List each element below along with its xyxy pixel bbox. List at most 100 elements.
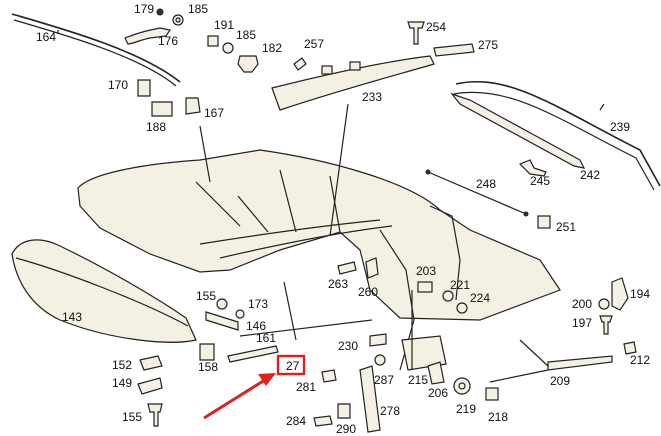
callout-185: 185 <box>188 2 208 16</box>
callout-218: 218 <box>488 410 508 424</box>
bushing-part-191 <box>207 35 219 47</box>
screw-part-245 <box>518 159 547 177</box>
arrow-head-icon <box>258 373 276 386</box>
rail-part-242 <box>450 92 586 169</box>
screw-part-179 <box>156 8 164 16</box>
highlight-box <box>276 354 306 376</box>
bracket-part-149 <box>137 377 163 395</box>
bushing-part-224 <box>456 302 468 314</box>
knob-part-182 <box>237 55 259 73</box>
callout-203: 203 <box>416 264 436 278</box>
callout-245: 245 <box>530 174 550 188</box>
callout-167: 167 <box>204 106 224 120</box>
soft-top-frame <box>77 149 561 321</box>
callout-labels: 164 179 185 176 191 185 182 257 254 275 … <box>36 2 650 436</box>
callout-254: 254 <box>426 20 446 34</box>
pin-part-221 <box>442 290 454 302</box>
callout-248: 248 <box>476 177 496 191</box>
bracket-part-215 <box>401 335 447 371</box>
strap-part-146 <box>205 311 239 331</box>
roof-rail-part-164 <box>11 13 181 83</box>
callout-197: 197 <box>572 316 592 330</box>
linkage-part-176 <box>124 27 171 45</box>
spring-part-161 <box>227 345 279 363</box>
callout-143: 143 <box>62 310 82 324</box>
rod-part-209 <box>547 355 613 371</box>
screw-part-197 <box>599 315 613 335</box>
screw-part-155b <box>147 403 163 427</box>
callout-284: 284 <box>286 414 306 428</box>
highlight-arrow <box>203 376 269 420</box>
block-part-218 <box>485 387 499 401</box>
callout-215: 215 <box>408 373 428 387</box>
block-part-203 <box>417 281 433 293</box>
callout-219: 219 <box>456 402 476 416</box>
bracket-part-188 <box>151 101 173 117</box>
cap-part-167 <box>185 97 201 115</box>
callout-242: 242 <box>580 168 600 182</box>
plate-part-260 <box>365 257 379 279</box>
callout-179: 179 <box>134 2 154 16</box>
leader-lines <box>199 103 605 370</box>
callout-155: 155 <box>196 289 216 303</box>
bolt-part-263 <box>337 261 357 275</box>
screw-part-284 <box>313 415 333 427</box>
callout-278: 278 <box>380 404 400 418</box>
clip-part-251 <box>537 215 551 229</box>
callout-212: 212 <box>630 353 650 367</box>
callout-176: 176 <box>158 34 178 48</box>
callout-191: 191 <box>214 18 234 32</box>
callout-251: 251 <box>556 220 576 234</box>
seal-strip-part-239 <box>455 80 661 187</box>
callout-275: 275 <box>478 38 498 52</box>
side-panel-part-143 <box>11 239 197 343</box>
grommet-part-158 <box>199 343 215 361</box>
callout-209: 209 <box>550 374 570 388</box>
callout-281: 281 <box>296 380 316 394</box>
bolt-part-281 <box>321 369 337 383</box>
callout-257: 257 <box>304 37 324 51</box>
clip-part-212 <box>623 341 637 355</box>
cap-part-152 <box>139 355 163 371</box>
plug-part-290 <box>337 403 351 419</box>
callout-182: 182 <box>262 41 282 55</box>
callout-194: 194 <box>630 287 650 301</box>
screw-part-155 <box>216 298 228 310</box>
callout-188: 188 <box>146 120 166 134</box>
pin-part-206 <box>427 361 445 385</box>
callout-149: 149 <box>112 376 132 390</box>
plate-part-275 <box>433 43 475 57</box>
header-cover-part-233 <box>271 55 435 111</box>
washer-part-200 <box>598 298 610 310</box>
callout-290: 290 <box>336 422 356 436</box>
callout-239: 239 <box>610 120 630 134</box>
callout-263: 263 <box>328 277 348 291</box>
callout-170: 170 <box>108 78 128 92</box>
washer-part-185b <box>222 42 234 54</box>
cable-part-248 <box>427 171 527 215</box>
nut-part-287 <box>374 354 386 366</box>
callout-224: 224 <box>470 291 490 305</box>
callout-230: 230 <box>338 339 358 353</box>
callout-158: 158 <box>198 360 218 374</box>
bolt-part-230 <box>369 333 387 347</box>
hinge-part-194 <box>611 277 629 311</box>
screw-part-254 <box>407 21 425 45</box>
bracket-part-170 <box>137 79 151 97</box>
callout-152: 152 <box>112 358 132 372</box>
callout-27: 27 <box>286 359 300 373</box>
callout-206: 206 <box>428 386 448 400</box>
washer-part-173 <box>235 309 245 319</box>
callout-161: 161 <box>256 331 276 345</box>
callout-185b: 185 <box>236 28 256 42</box>
strip-part-278 <box>359 365 381 433</box>
callout-233: 233 <box>362 90 382 104</box>
callout-200: 200 <box>572 297 592 311</box>
callout-260: 260 <box>358 285 378 299</box>
callout-287: 287 <box>374 373 394 387</box>
callout-164: 164 <box>36 30 56 44</box>
callout-173: 173 <box>248 297 268 311</box>
clip-part-257 <box>293 57 307 71</box>
